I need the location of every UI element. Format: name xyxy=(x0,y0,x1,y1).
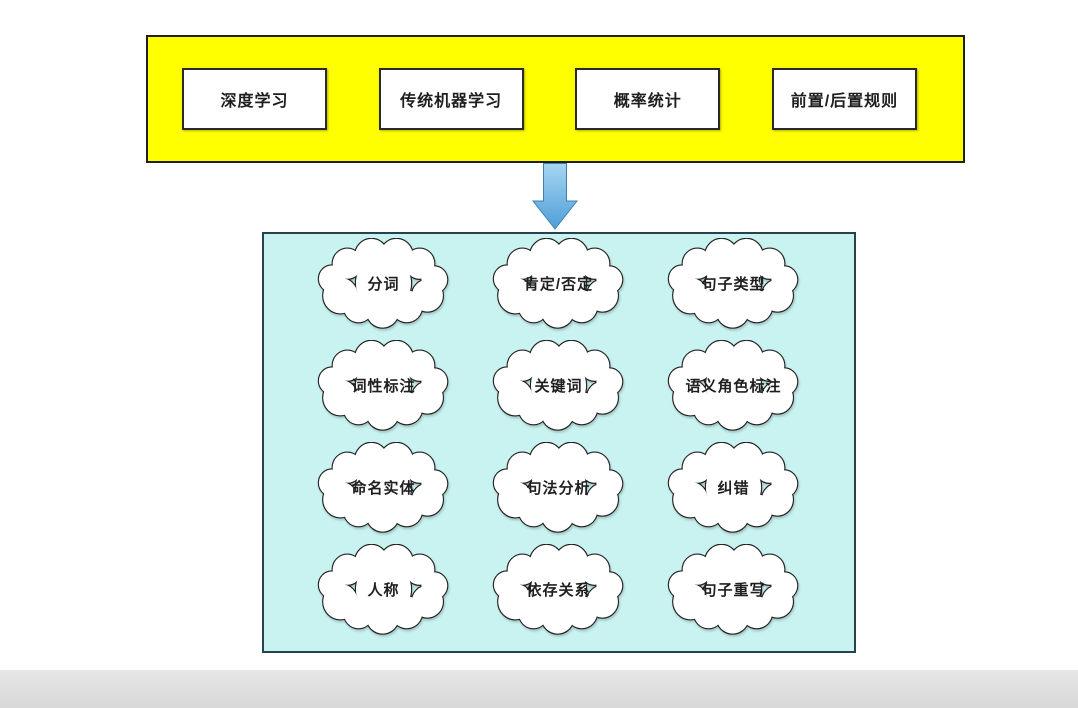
task-label: 人称 xyxy=(367,581,400,599)
bottom-bar xyxy=(0,670,1078,708)
task-cloud-affirm-negate: 肯定/否定 xyxy=(487,238,630,332)
task-cloud-sentence-type: 句子类型 xyxy=(662,238,805,332)
task-cloud-semantic-role-labeling: 语义角色标注 xyxy=(662,340,805,434)
method-box-traditional-ml: 传统机器学习 xyxy=(378,68,524,130)
task-cloud-syntax-analysis: 句法分析 xyxy=(487,442,630,536)
task-label: 句子类型 xyxy=(701,275,766,293)
method-box-deep-learning: 深度学习 xyxy=(182,68,327,130)
task-cloud-word-segmentation: 分词 xyxy=(312,238,455,332)
task-label: 肯定/否定 xyxy=(523,275,594,293)
tasks-panel: 分词 肯定/否定 句子类型 词性标注 xyxy=(262,232,856,653)
down-arrow-icon xyxy=(532,163,578,230)
task-cloud-dependency-relations: 依存关系 xyxy=(487,544,630,638)
task-cloud-person: 人称 xyxy=(312,544,455,638)
task-label: 分词 xyxy=(367,275,400,293)
task-label: 语义角色标注 xyxy=(685,377,782,395)
task-label: 词性标注 xyxy=(351,377,416,395)
task-label: 句子重写 xyxy=(701,581,766,599)
methods-panel: 深度学习 传统机器学习 概率统计 前置/后置规则 xyxy=(146,35,965,163)
task-label: 依存关系 xyxy=(526,581,591,599)
method-box-pre-post-rules: 前置/后置规则 xyxy=(771,68,917,130)
task-label: 命名实体 xyxy=(351,479,416,497)
method-box-probability-statistics: 概率统计 xyxy=(575,68,721,130)
task-cloud-pos-tagging: 词性标注 xyxy=(312,340,455,434)
task-cloud-keywords: 关键词 xyxy=(487,340,630,434)
task-cloud-error-correction: 纠错 xyxy=(662,442,805,536)
task-cloud-named-entity: 命名实体 xyxy=(312,442,455,536)
task-label: 句法分析 xyxy=(526,479,591,497)
task-label: 纠错 xyxy=(717,479,750,497)
task-cloud-sentence-rewriting: 句子重写 xyxy=(662,544,805,638)
task-label: 关键词 xyxy=(534,377,583,395)
